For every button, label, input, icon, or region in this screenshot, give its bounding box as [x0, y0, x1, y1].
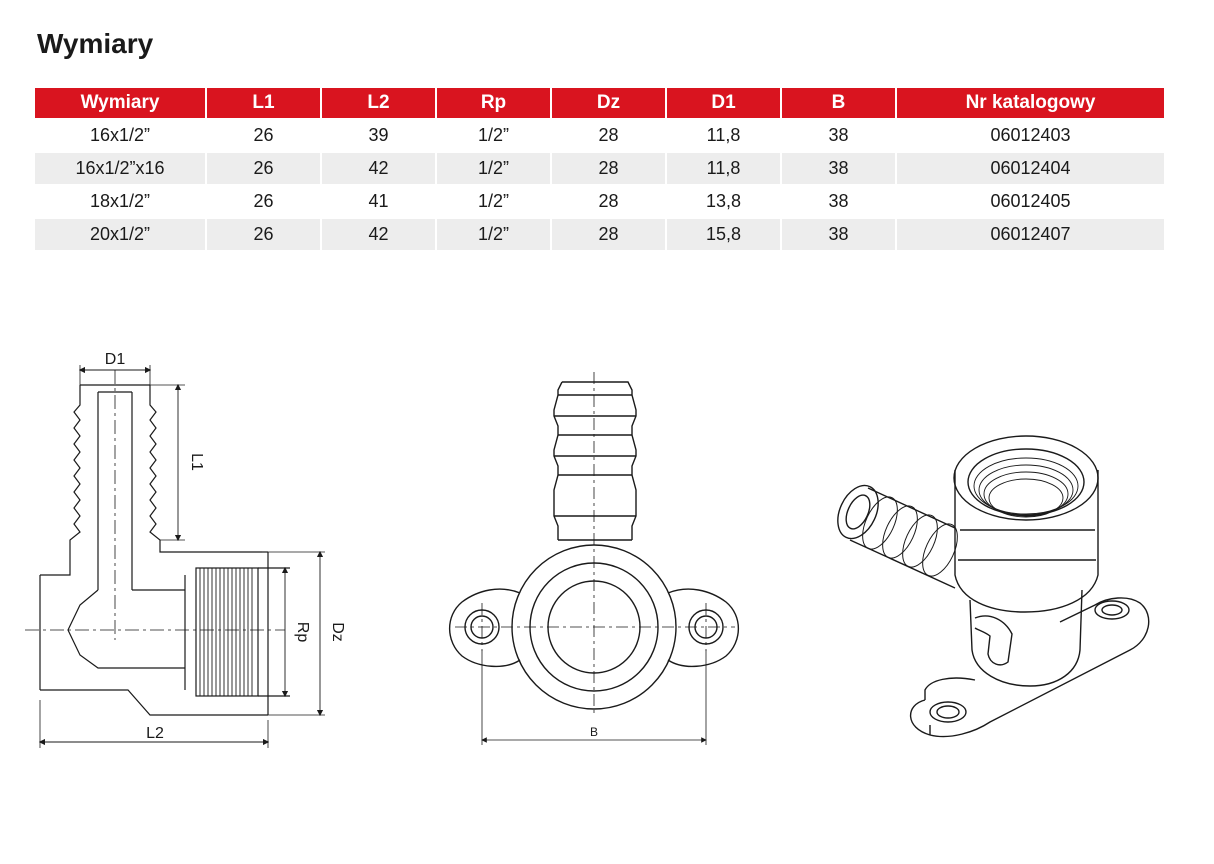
column-header-l2: L2 [322, 88, 435, 118]
technical-drawings: D1 L1 L2 Rp Dz [25, 351, 1150, 748]
table-cell: 13,8 [667, 184, 780, 217]
table-cell: 20x1/2” [35, 217, 205, 250]
front-view-drawing [449, 372, 739, 745]
table-cell: 41 [322, 184, 435, 217]
table-cell: 42 [322, 217, 435, 250]
page-title: Wymiary [37, 28, 154, 59]
dimension-label-b: B [590, 725, 598, 739]
dimension-label-dz: Dz [329, 622, 346, 642]
table-cell: 39 [322, 118, 435, 151]
table-cell: 06012405 [897, 184, 1164, 217]
table-cell: 28 [552, 151, 665, 184]
table-cell: 06012404 [897, 151, 1164, 184]
table-cell: 26 [207, 118, 320, 151]
column-header-l1: L1 [207, 88, 320, 118]
table-cell: 26 [207, 151, 320, 184]
column-header-catalog-number: Nr katalogowy [897, 88, 1164, 118]
dimensions-table: Wymiary L1 L2 Rp Dz D1 B Nr katalogowy 1… [33, 88, 1166, 250]
table-cell: 38 [782, 217, 895, 250]
table-cell: 06012407 [897, 217, 1164, 250]
table-cell: 11,8 [667, 118, 780, 151]
table-cell: 38 [782, 118, 895, 151]
isometric-view-drawing [837, 435, 1150, 738]
table-cell: 26 [207, 184, 320, 217]
column-header-rp: Rp [437, 88, 550, 118]
dimension-label-l2: L2 [146, 725, 164, 742]
table-cell: 11,8 [667, 151, 780, 184]
dimension-label-d1: D1 [105, 351, 126, 368]
table-cell: 1/2” [437, 118, 550, 151]
table-cell: 06012403 [897, 118, 1164, 151]
table-cell: 42 [322, 151, 435, 184]
table-cell: 38 [782, 184, 895, 217]
column-header-b: B [782, 88, 895, 118]
table-cell: 1/2” [437, 217, 550, 250]
table-cell: 28 [552, 184, 665, 217]
table-cell: 16x1/2”x16 [35, 151, 205, 184]
table-row: 20x1/2” 26 42 1/2” 28 15,8 38 06012407 [35, 217, 1164, 250]
column-header-d1: D1 [667, 88, 780, 118]
table-cell: 38 [782, 151, 895, 184]
table-cell: 1/2” [437, 151, 550, 184]
table-cell: 1/2” [437, 184, 550, 217]
side-section-drawing [25, 365, 325, 748]
dimension-label-rp: Rp [294, 622, 311, 643]
table-row: 16x1/2”x16 26 42 1/2” 28 11,8 38 0601240… [35, 151, 1164, 184]
table-header-row: Wymiary L1 L2 Rp Dz D1 B Nr katalogowy [35, 88, 1164, 118]
table-cell: 26 [207, 217, 320, 250]
column-header-dz: Dz [552, 88, 665, 118]
column-header-wymiary: Wymiary [35, 88, 205, 118]
table-row: 16x1/2” 26 39 1/2” 28 11,8 38 06012403 [35, 118, 1164, 151]
table-cell: 16x1/2” [35, 118, 205, 151]
table-cell: 28 [552, 118, 665, 151]
table-cell: 28 [552, 217, 665, 250]
table-cell: 15,8 [667, 217, 780, 250]
table-row: 18x1/2” 26 41 1/2” 28 13,8 38 06012405 [35, 184, 1164, 217]
table-cell: 18x1/2” [35, 184, 205, 217]
dimension-label-l1: L1 [188, 453, 205, 471]
